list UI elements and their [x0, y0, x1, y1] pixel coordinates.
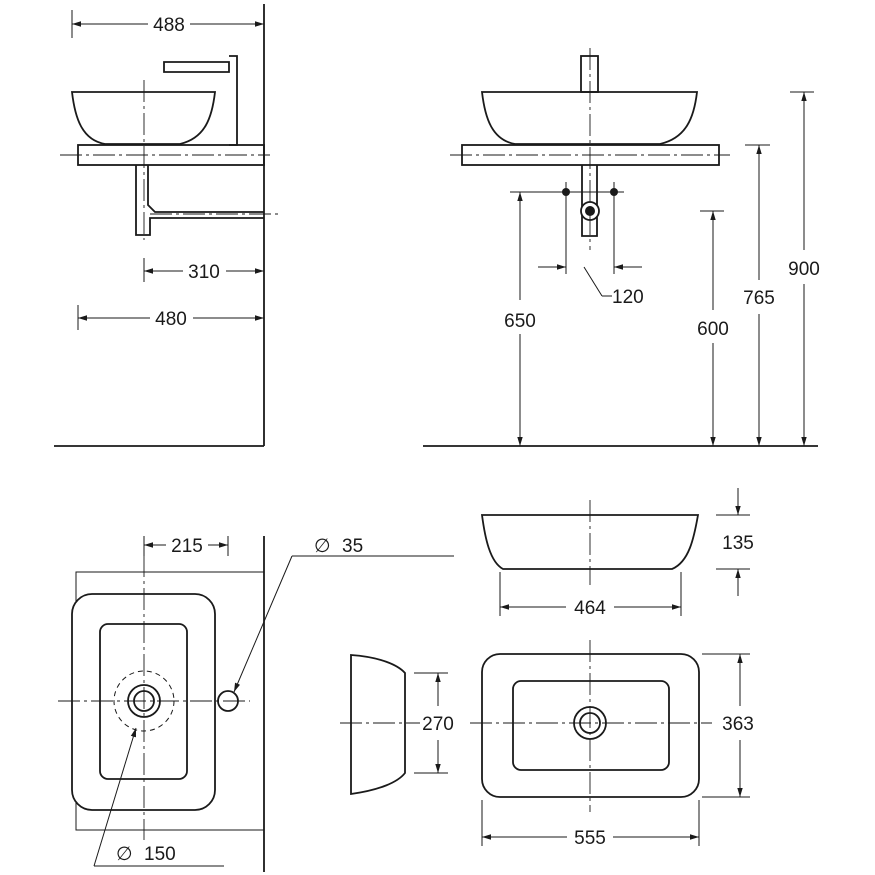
- basin-side-profile: [70, 91, 217, 145]
- side-view: 488 310 480: [54, 4, 278, 447]
- diameter-symbol: ∅: [116, 844, 133, 865]
- dim-trap-height: 600: [697, 319, 729, 340]
- dim-waste-circle: 150: [144, 844, 176, 865]
- basin-views: 135 464 270 363 555: [340, 488, 754, 849]
- plan-view: 215 ∅ 35 ∅ 150: [58, 536, 454, 872]
- basin-front-profile: [480, 91, 699, 145]
- dim-tap-hole: 35: [342, 536, 363, 557]
- faucet-body: [229, 55, 238, 146]
- dim-trap-depth: 310: [188, 262, 220, 283]
- dim-overall-depth: 363: [722, 714, 754, 735]
- dim-width-total: 488: [153, 15, 185, 36]
- dim-total-height: 900: [788, 259, 820, 280]
- leader-arrow: [93, 727, 137, 867]
- basin-plan-outer: [71, 593, 216, 811]
- drain-pipe-front: [581, 165, 598, 237]
- dim-offset: 215: [171, 536, 203, 557]
- waste-outlet-inner: [585, 206, 595, 216]
- dim-shelf-height: 765: [743, 288, 775, 309]
- basin-elevation: [480, 514, 700, 570]
- dim-base-width: 464: [574, 598, 606, 619]
- front-view: 120 650 600 765 900: [423, 48, 820, 447]
- basin-top-inner: [512, 680, 670, 771]
- dim-depth: 270: [422, 714, 454, 735]
- dim-pipe-spacing: 120: [612, 287, 644, 308]
- dim-basin-height: 135: [722, 533, 754, 554]
- leader-arrow: [233, 555, 293, 693]
- faucet-spout: [163, 61, 230, 73]
- diameter-symbol: ∅: [314, 536, 331, 557]
- faucet-front: [580, 55, 599, 93]
- drain-trap-side: [135, 165, 264, 236]
- basin-plan-inner: [99, 623, 188, 780]
- dim-outlet-height: 650: [504, 311, 536, 332]
- leader-line: [583, 266, 603, 297]
- dim-shelf-depth: 480: [155, 309, 187, 330]
- dim-overall-width: 555: [574, 828, 606, 849]
- basin-top-outer: [481, 653, 700, 798]
- basin-section: [350, 654, 406, 796]
